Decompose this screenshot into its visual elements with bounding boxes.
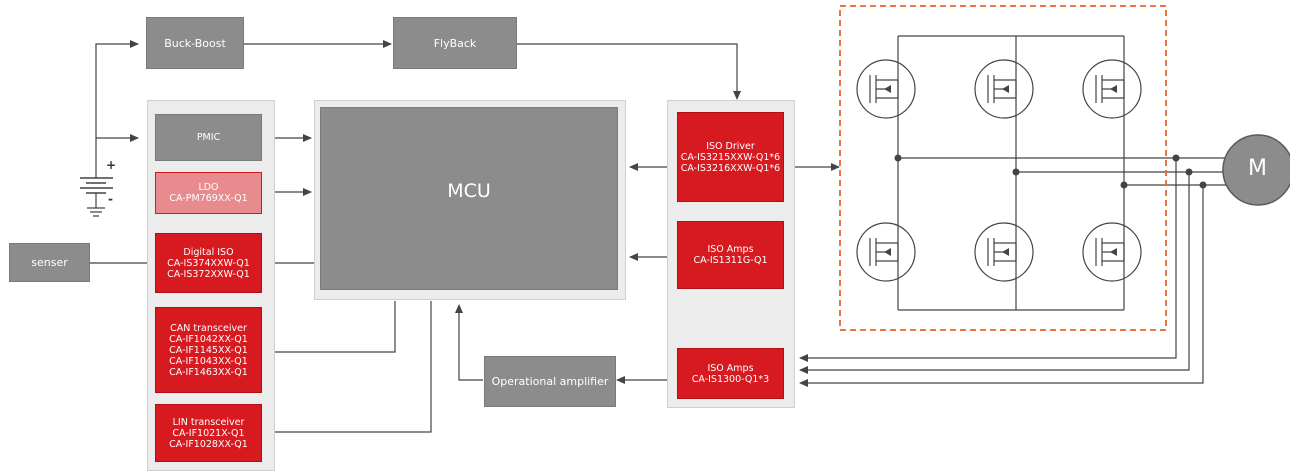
digital-iso-title: Digital ISO xyxy=(183,246,234,258)
ldo-part: CA-PM769XX-Q1 xyxy=(169,193,248,204)
mcu-block: MCU xyxy=(320,107,618,290)
lin-part: CA-IF1028XX-Q1 xyxy=(169,438,248,450)
iso-amps-1-part: CA-IS1311G-Q1 xyxy=(693,255,768,266)
digital-iso-part: CA-IS374XXW-Q1 xyxy=(167,257,250,269)
can-part: CA-IF1463XX-Q1 xyxy=(169,366,248,378)
senser-label: senser xyxy=(31,256,68,269)
iso-amps-2-part: CA-IS1300-Q1*3 xyxy=(691,373,770,385)
ldo-block: LDO CA-PM769XX-Q1 xyxy=(155,172,262,214)
flyback-block: FlyBack xyxy=(393,17,517,69)
mcu-label: MCU xyxy=(447,180,491,202)
iso-amps-2-title: ISO Amps xyxy=(707,362,754,374)
buck-boost-label: Buck-Boost xyxy=(164,36,226,50)
opamp-to-mcu xyxy=(455,304,483,381)
pmic-block: PMIC xyxy=(155,114,262,161)
motor-circle xyxy=(1222,134,1290,206)
flyback-to-driver xyxy=(517,43,741,100)
operational-amplifier-block: Operational amplifier xyxy=(484,356,616,407)
phase-a-wire xyxy=(800,157,1228,358)
iso-driver-part: CA-IS3215XXW-Q1*6 xyxy=(680,151,781,163)
battery-minus-label: - xyxy=(108,192,113,206)
can-part: CA-IF1042XX-Q1 xyxy=(169,333,248,345)
motor-label: M xyxy=(1248,156,1267,181)
senser-block: senser xyxy=(9,243,90,282)
digital-iso-block: Digital ISO CA-IS374XXW-Q1 CA-IS372XXW-Q… xyxy=(155,233,262,293)
battery-plus-label: + xyxy=(106,158,117,172)
power-rail xyxy=(95,40,139,178)
can-transceiver-block: CAN transceiver CA-IF1042XX-Q1 CA-IF1145… xyxy=(155,307,262,393)
iso-driver-block: ISO Driver CA-IS3215XXW-Q1*6 CA-IS3216XX… xyxy=(677,112,784,202)
digital-iso-part: CA-IS372XXW-Q1 xyxy=(167,268,250,280)
pmic-label: PMIC xyxy=(196,132,221,143)
lin-part: CA-IF1021X-Q1 xyxy=(172,427,245,439)
lin-mcu-link xyxy=(275,301,432,433)
iso-amps-2-block: ISO Amps CA-IS1300-Q1*3 xyxy=(677,348,784,399)
phase-c-wire xyxy=(800,184,1230,383)
iso-driver-title: ISO Driver xyxy=(706,140,755,152)
can-part: CA-IF1043XX-Q1 xyxy=(169,355,248,367)
lin-title: LIN transceiver xyxy=(172,416,245,428)
lin-transceiver-block: LIN transceiver CA-IF1021X-Q1 CA-IF1028X… xyxy=(155,404,262,462)
buck-boost-block: Buck-Boost xyxy=(146,17,244,69)
op-amp-label: Operational amplifier xyxy=(491,375,609,388)
bridge xyxy=(856,35,1142,311)
iso-amps-1-block: ISO Amps CA-IS1311G-Q1 xyxy=(677,221,784,289)
bridge-dashed-box xyxy=(839,5,1167,331)
can-mcu-link xyxy=(275,301,396,353)
battery-plates xyxy=(80,177,113,194)
ldo-title: LDO xyxy=(198,182,219,193)
iso-driver-part: CA-IS3216XXW-Q1*6 xyxy=(680,162,781,174)
flyback-label: FlyBack xyxy=(433,36,477,50)
can-part: CA-IF1145XX-Q1 xyxy=(169,344,248,356)
iso-amps-1-title: ISO Amps xyxy=(707,244,754,255)
ground xyxy=(87,193,105,217)
can-title: CAN transceiver xyxy=(170,322,247,334)
